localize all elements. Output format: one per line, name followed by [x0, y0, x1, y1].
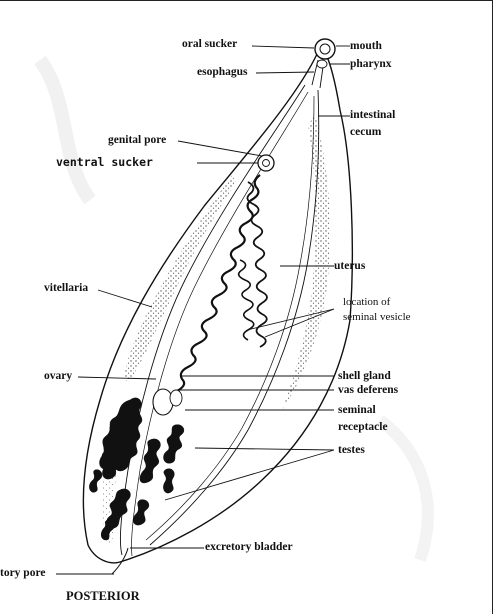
- label-pharynx: pharynx: [350, 58, 392, 70]
- label-uterus: uterus: [334, 260, 366, 272]
- label-oral-sucker: oral sucker: [182, 38, 238, 50]
- label-esophagus: esophagus: [197, 66, 248, 78]
- label-ventral-sucker: ventral sucker: [56, 155, 153, 169]
- seminal-receptacle-shape: [169, 389, 183, 407]
- testes-mass: [89, 397, 185, 541]
- label-seminal-receptacle: seminal receptacle: [338, 404, 388, 434]
- label-excretory-pore: tory pore: [0, 567, 46, 579]
- ovary-shape: [152, 388, 174, 416]
- label-intestinal-cecum: intestinal cecum: [350, 109, 395, 139]
- label-intestinal-cecum-line1: intestinal: [350, 109, 396, 121]
- label-seminal-vesicle-line1: location of: [343, 296, 391, 308]
- label-vas-deferens: vas deferens: [338, 384, 399, 396]
- intestinal-cecum-right-inner: [145, 95, 315, 541]
- label-seminal-vesicle-location: location of seminal vesicle: [343, 296, 411, 324]
- vitellaria-left-band: [124, 175, 236, 382]
- ventral-sucker-inner: [262, 159, 270, 167]
- body-outline: [82, 51, 353, 564]
- vitellaria-right-band: [282, 115, 331, 410]
- label-excretory-bladder: excretory bladder: [205, 541, 293, 553]
- excretory-bladder-shape: [111, 547, 129, 575]
- intestinal-cecum-right: [149, 89, 320, 546]
- label-shell-gland: shell gland: [338, 370, 391, 382]
- leader-lines: [56, 45, 350, 575]
- label-intestinal-cecum-line2: cecum: [350, 126, 382, 138]
- uterus-coils-2: [246, 181, 268, 348]
- label-seminal-vesicle-line2: seminal vesicle: [343, 311, 411, 323]
- frame-top-border: [0, 0, 493, 1]
- oral-sucker-inner: [319, 43, 331, 55]
- label-seminal-receptacle-line2: receptacle: [338, 421, 388, 433]
- uterus-coils-3: [237, 259, 255, 341]
- pharynx-bulb: [316, 59, 328, 69]
- label-genital-pore: genital pore: [108, 134, 167, 146]
- label-posterior: POSTERIOR: [66, 589, 140, 603]
- uterus-coils: [176, 174, 261, 392]
- label-mouth: mouth: [350, 40, 382, 52]
- label-ovary: ovary: [44, 370, 73, 382]
- label-testes: testes: [338, 444, 365, 456]
- label-seminal-receptacle-line1: seminal: [338, 404, 376, 416]
- label-vitellaria: vitellaria: [44, 282, 89, 294]
